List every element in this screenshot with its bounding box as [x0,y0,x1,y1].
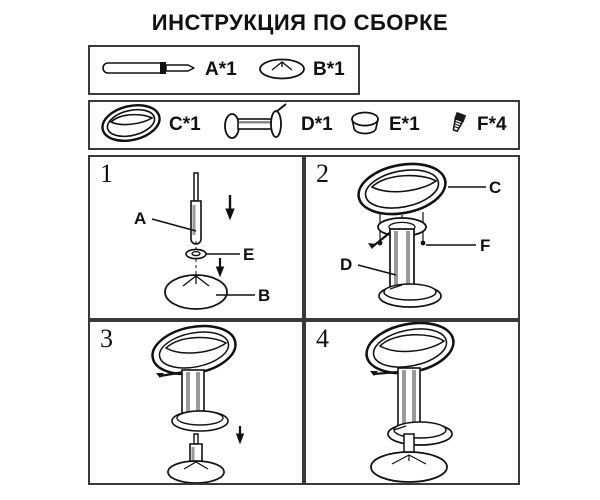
step-4-diagram [365,322,455,483]
screw-icon [446,109,470,142]
legend-label-f: F*4 [477,114,507,135]
leader-line-a [151,218,197,232]
legend-item-b: B*1 [258,47,345,93]
callout-d: D [340,255,353,274]
legend-label-e: E*1 [389,114,420,135]
step-panel-2: 2 [304,155,520,320]
callout-b: B [258,286,271,305]
legend-label-b: B*1 [313,59,345,80]
seat-column-subassembly [151,324,237,432]
callout-c: C [489,178,502,197]
parts-legend-row-1: A*1 B*1 [88,45,360,95]
direction-arrow-lower [215,258,225,278]
cylinder-base-subassembly [167,433,225,483]
legend-item-d: D*1 [222,102,333,148]
step-panel-4: 4 [304,320,520,485]
gas-cylinder-part-a [190,172,202,245]
step-1-diagram [151,172,255,310]
callout-f: F [480,236,491,255]
seat-part-c [357,162,447,216]
height-lever [159,370,185,378]
step-panel-3: 3 [88,320,304,485]
base-plate-icon [258,55,306,86]
step-2-diagram [357,162,486,308]
completed-bar-stool [365,322,455,483]
gas-cylinder-icon [100,57,198,84]
ring-part-e [185,248,207,260]
legend-item-c: C*1 [100,102,201,148]
legend-label-d: D*1 [301,114,333,135]
step-number-3: 3 [100,324,113,353]
legend-item-f: F*4 [446,102,507,148]
height-lever [373,370,399,376]
direction-arrow-upper [225,195,235,221]
seat-icon [100,102,162,149]
legend-label-a: A*1 [205,59,237,80]
step-panel-1: 1 [88,155,304,320]
leader-line-d [357,264,397,276]
lever-tip [368,243,376,249]
step-number-2: 2 [316,159,329,188]
page-title: ИНСТРУКЦИЯ ПО СБОРКЕ [151,10,449,35]
legend-label-c: C*1 [169,114,201,135]
step-number-1: 1 [100,159,113,188]
direction-arrow [235,426,245,445]
footrest-ring [378,283,442,308]
ring-cover-icon [348,110,382,141]
column-footrest-icon [222,102,294,149]
step-3-diagram [151,324,245,483]
callout-a: A [134,209,147,228]
base-part-b [164,274,228,310]
legend-item-e: E*1 [348,102,420,148]
step-number-4: 4 [316,324,329,353]
callout-e: E [243,245,255,264]
column-part-d [389,228,415,290]
parts-legend-row-2: C*1 D*1 E*1 [88,100,520,150]
legend-item-a: A*1 [100,47,237,93]
